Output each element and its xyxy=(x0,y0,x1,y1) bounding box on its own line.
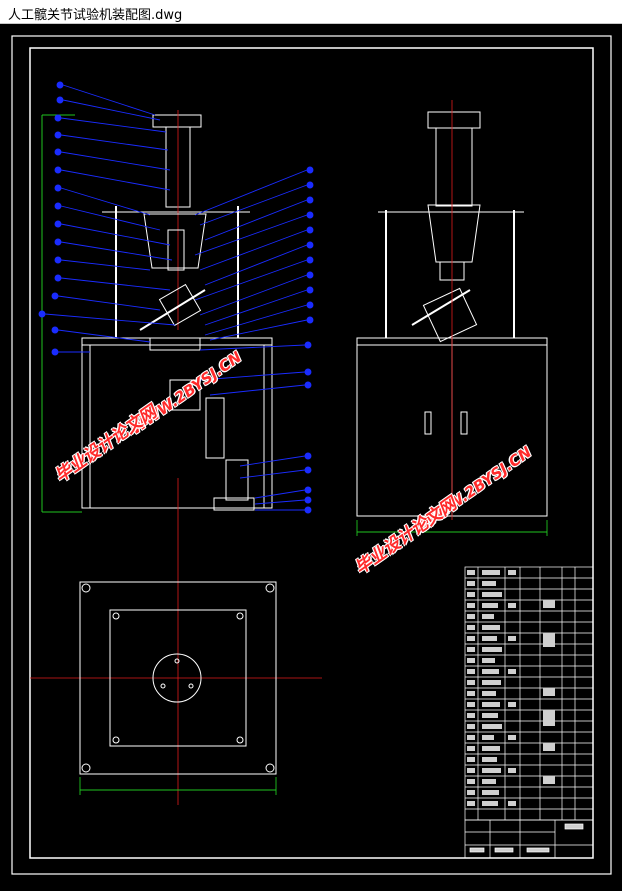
bom-text-marks xyxy=(467,570,555,806)
drawing-canvas[interactable]: WWW.2BYSJ.CN 毕业设计论文网 WWW.2BYSJ.CN 毕业设计论文… xyxy=(0,24,622,887)
front-view xyxy=(41,110,273,513)
inner-border xyxy=(29,47,594,859)
title-block xyxy=(464,819,594,859)
top-view-dimension xyxy=(79,777,277,795)
top-view xyxy=(79,581,277,775)
side-view-dimension xyxy=(356,520,548,536)
window-titlebar: 人工髋关节试验机装配图.dwg xyxy=(0,0,622,24)
outer-border xyxy=(11,35,612,875)
window-title: 人工髋关节试验机装配图.dwg xyxy=(8,8,183,23)
leader-lines xyxy=(38,81,314,514)
